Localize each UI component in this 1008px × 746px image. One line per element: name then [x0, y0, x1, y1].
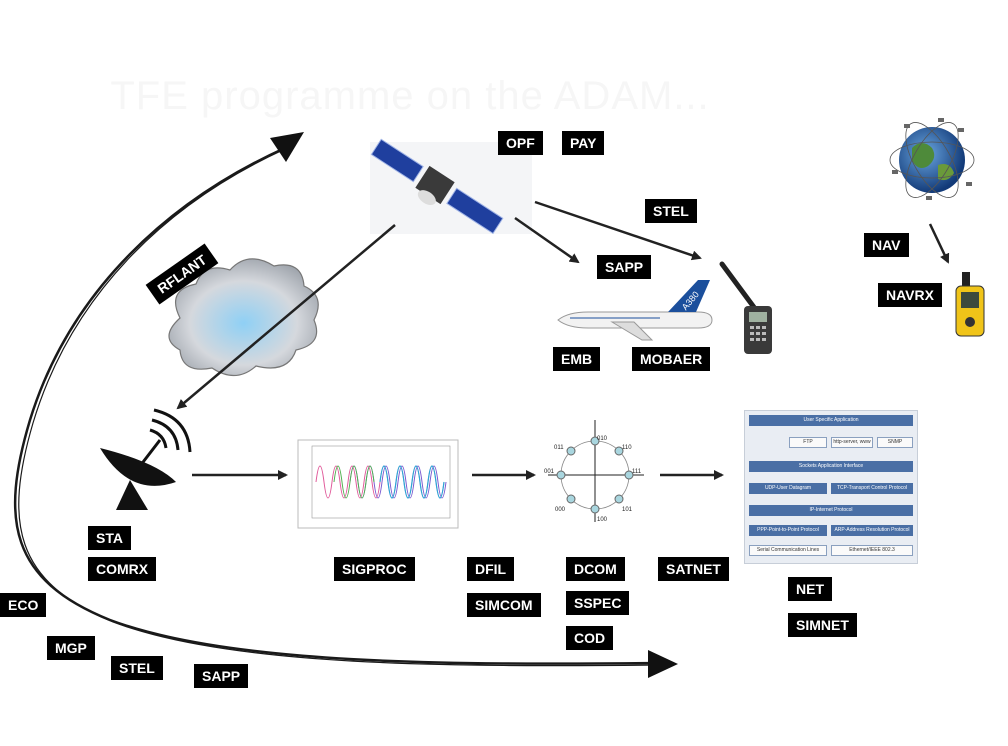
flow-arrows	[176, 200, 950, 480]
tag-sapp-top: SAPP	[597, 255, 652, 279]
constellation-label: 010	[597, 436, 608, 442]
tag-cod: COD	[566, 626, 614, 650]
arrow-satellite-to-phone	[534, 200, 702, 261]
tag-nav: NAV	[864, 233, 909, 257]
tag-pay: PAY	[562, 131, 605, 155]
tag-sta: STA	[88, 526, 131, 550]
tag-eco: ECO	[0, 593, 47, 617]
stack-row: SNMP	[877, 437, 913, 448]
tag-satnet: SATNET	[658, 557, 729, 581]
satellite-dish-icon	[100, 408, 192, 510]
stack-row: ARP-Address Resolution Protocol	[831, 525, 913, 536]
constellation-label: 000	[555, 507, 566, 513]
tag-dcom: DCOM	[566, 557, 625, 581]
satellite-icon	[370, 138, 532, 235]
tag-simcom: SIMCOM	[467, 593, 541, 617]
constellation-label: 110	[622, 445, 632, 451]
tag-sapp-bottom: SAPP	[194, 664, 249, 688]
tag-sspec: SSPEC	[566, 591, 630, 615]
tag-sigproc: SIGPROC	[334, 557, 415, 581]
arrow-globe-to-receiver	[928, 223, 950, 264]
constellation-diagram: 010 110 111 101 100 000 001 011	[544, 420, 644, 523]
tag-comrx: COMRX	[88, 557, 157, 581]
stack-row: PPP-Point-to-Point Protocol	[749, 525, 827, 536]
satellite-phone-icon	[719, 261, 772, 354]
constellation-label: 001	[544, 469, 555, 475]
tag-emb: EMB	[553, 347, 601, 371]
stack-row: Ethernet/IEEE 802.3	[831, 545, 913, 556]
arrow-satellite-to-aircraft	[514, 216, 580, 264]
stack-row: http-server, www	[831, 437, 873, 448]
tag-net: NET	[788, 577, 832, 601]
arrow-satellite-to-dish	[176, 224, 396, 410]
stack-row: FTP	[789, 437, 827, 448]
stack-row: User Specific Application	[749, 415, 913, 426]
curve-arrowhead-bottom	[648, 650, 678, 678]
protocol-stack-diagram: User Specific Application FTP http-serve…	[744, 410, 918, 564]
aircraft-icon: A380	[557, 280, 713, 341]
signal-plot-icon	[297, 439, 459, 529]
stack-row: Sockets Application Interface	[749, 461, 913, 472]
curve-arrowhead-top	[270, 132, 304, 162]
gps-receiver-icon	[955, 272, 985, 337]
tag-navrx: NAVRX	[878, 283, 942, 307]
tag-mobaer: MOBAER	[632, 347, 711, 371]
stack-row: UDP-User Datagram	[749, 483, 827, 494]
tag-stel-bottom: STEL	[111, 656, 163, 680]
stack-row: IP-Internet Protocol	[749, 505, 913, 516]
constellation-label: 101	[622, 507, 633, 513]
tag-opf: OPF	[498, 131, 543, 155]
lifecycle-curve-arrow	[13, 132, 678, 678]
stack-row: Serial Communication Lines	[749, 545, 827, 556]
tag-mgp: MGP	[47, 636, 95, 660]
cloud-icon	[168, 258, 319, 377]
constellation-label: 011	[554, 445, 564, 451]
tag-dfil: DFIL	[467, 557, 515, 581]
stack-row: TCP-Transport Control Protocol	[831, 483, 913, 494]
gps-globe-icon	[889, 118, 975, 200]
tag-simnet: SIMNET	[788, 613, 857, 637]
page-title: TFE programme on the ADAM...	[110, 74, 710, 118]
constellation-label: 111	[632, 469, 642, 475]
constellation-label: 100	[597, 517, 608, 523]
tag-stel-top: STEL	[645, 199, 697, 223]
